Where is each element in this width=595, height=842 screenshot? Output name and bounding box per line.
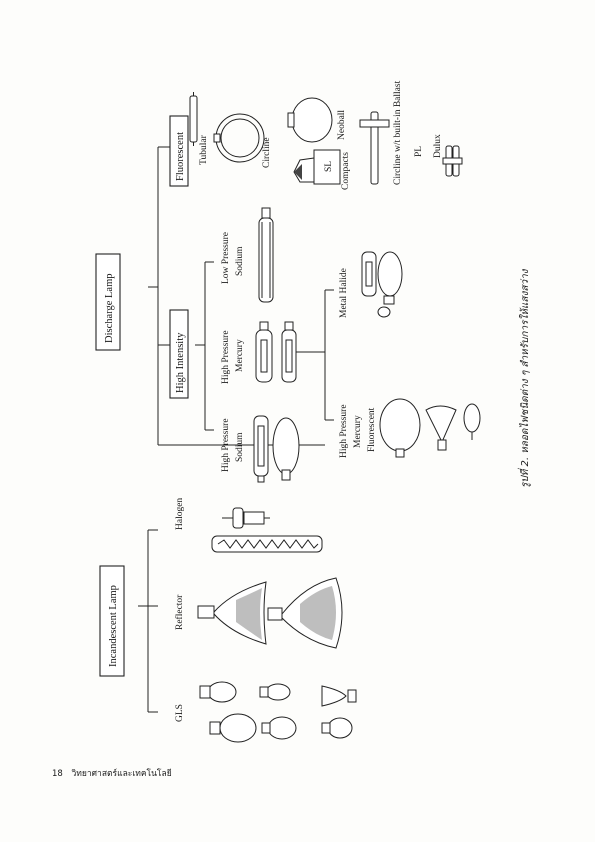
incandescent-lamp-box	[99, 565, 125, 677]
discharge-tree-lines	[148, 146, 334, 446]
pl-lamp-drawing	[442, 145, 463, 177]
circline-ballast-label: Circline w/t built-in Ballast	[393, 80, 403, 185]
gls-lamp-drawings	[199, 681, 357, 743]
figure-caption: รูปที่ 2. หลอดไฟชนิดต่าง ๆ สำหรับการให้แ…	[517, 268, 531, 488]
journal-title: วิทยาศาสตร์และเทคโนโลยี	[71, 769, 172, 779]
hp-mf-label-3: Fluorescent	[367, 407, 377, 452]
pl-label: PL	[414, 146, 424, 157]
incandescent-tree-lines	[138, 529, 158, 713]
lp-sodium-label-1: Low Pressure	[221, 232, 231, 284]
reflector-lamp-drawing-1	[197, 581, 267, 645]
discharge-lamp-label: Discharge Lamp	[104, 274, 115, 344]
hp-mf-label-1: High Pressure	[339, 404, 349, 458]
gls-label: GLS	[175, 704, 185, 722]
hp-mercury-label-1: High Pressure	[221, 330, 231, 384]
tubular-lamp-drawing	[189, 92, 198, 146]
halogen-label: Halogen	[175, 498, 185, 530]
dulux-label: Dulux	[433, 134, 443, 158]
hp-sodium-label-2: Sodium	[235, 432, 245, 462]
high-intensity-box	[169, 309, 189, 399]
metal-halide-label: Metal Halide	[339, 268, 349, 318]
hp-mercury-label-2: Mercury	[235, 339, 245, 372]
hp-sodium-label-1: High Pressure	[221, 418, 231, 472]
hp-mercury-lamp-drawing	[255, 321, 297, 383]
circline-lamp-drawing	[213, 113, 265, 163]
discharge-lamp-box	[95, 253, 121, 351]
fluorescent-label: Fluorescent	[175, 132, 186, 181]
halogen-lamp-drawing	[211, 507, 323, 553]
hp-sodium-lamp-drawing	[253, 415, 300, 483]
tubular-label: Tubular	[199, 134, 209, 165]
hp-mercury-fluorescent-lamp-drawing	[379, 398, 481, 458]
lp-sodium-lamp-drawing	[258, 207, 274, 303]
metal-halide-lamp-drawing	[361, 251, 403, 318]
hp-mf-label-2: Mercury	[353, 415, 363, 448]
sl-mark: SL	[324, 161, 334, 172]
high-intensity-label: High Intensity	[175, 332, 186, 393]
incandescent-lamp-label: Incandescent Lamp	[108, 585, 119, 667]
neoball-label: Neoball	[337, 110, 347, 140]
circline-label: Circline	[262, 137, 272, 168]
lp-sodium-label-2: Sodium	[235, 246, 245, 276]
circline-ballast-lamp-drawing	[359, 111, 390, 185]
reflector-label: Reflector	[174, 594, 185, 630]
neoball-lamp-drawing	[287, 97, 333, 143]
page-footer: 18 วิทยาศาสตร์และเทคโนโลยี	[52, 766, 178, 780]
fluorescent-box	[169, 115, 189, 187]
compacts-label: Compacts	[341, 152, 351, 190]
compact-lamp-drawing: SL	[293, 149, 341, 185]
reflector-lamp-drawing-2	[267, 577, 343, 649]
page-number: 18	[52, 769, 63, 779]
